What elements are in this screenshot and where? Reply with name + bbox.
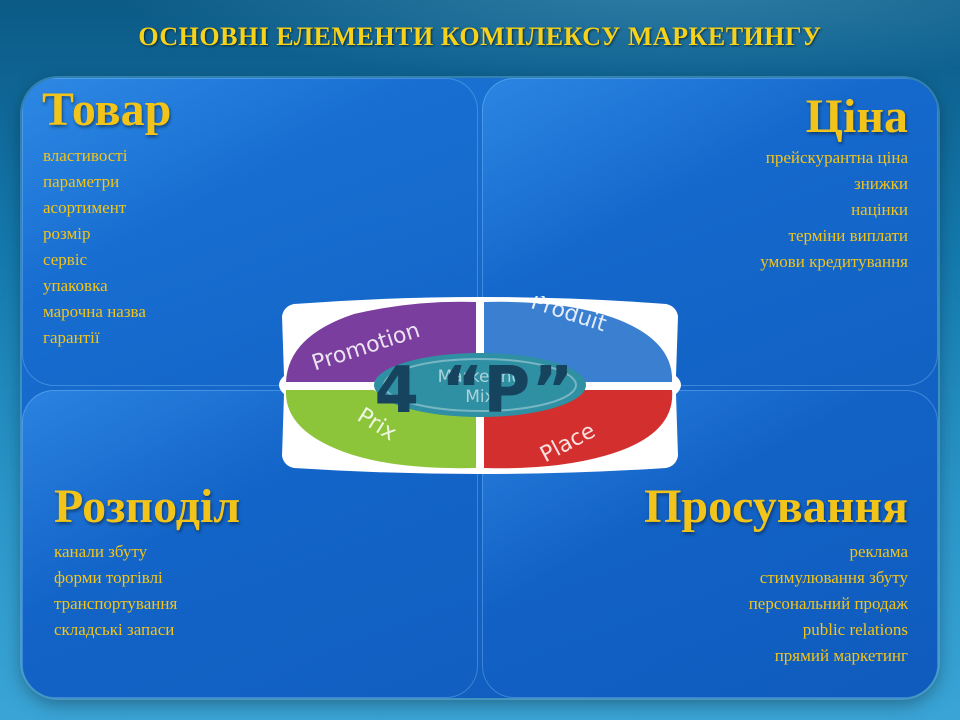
marketing-mix-svg: Promotion Produit Place Prix Marketing M…	[279, 296, 681, 474]
list-item: терміни виплати	[788, 226, 908, 245]
list-item: прейскурантна ціна	[765, 148, 908, 167]
slide-title: ОСНОВНІ ЕЛЕМЕНТИ КОМПЛЕКСУ МАРКЕТИНГУ	[138, 22, 822, 51]
list-item: канали збуту	[54, 542, 148, 561]
produit-segment	[484, 301, 673, 382]
distribution-heading: Розподіл	[54, 480, 241, 533]
product-list: властивості параметри асортимент розмір …	[43, 143, 146, 351]
list-item: умови кредитування	[760, 252, 908, 271]
marketing-mix-hub	[374, 353, 586, 417]
hub-label-line1: Marketing	[438, 367, 523, 387]
promotion-segment	[286, 301, 476, 382]
list-item: реклама	[849, 542, 908, 561]
list-item: гарантії	[43, 328, 100, 347]
list-item: асортимент	[43, 198, 127, 217]
promotion-list: реклама стимулювання збуту персональний …	[749, 539, 908, 669]
list-item: прямий маркетинг	[774, 646, 908, 665]
place-segment	[484, 390, 673, 469]
hub-label-line2: Mix	[465, 387, 494, 407]
list-item: упаковка	[43, 276, 108, 295]
list-item: стимулювання збуту	[759, 568, 908, 587]
four-p-label: 4 “P”	[374, 354, 573, 428]
list-item: форми торгівлі	[54, 568, 163, 587]
list-item: властивості	[43, 146, 128, 165]
marketing-mix-graphic: Promotion Produit Place Prix Marketing M…	[274, 296, 686, 474]
prix-segment	[285, 390, 476, 469]
list-item: націнки	[851, 200, 908, 219]
list-item: персональний продаж	[748, 594, 908, 613]
list-item: public relations	[802, 620, 908, 639]
product-heading: Товар	[42, 83, 172, 136]
list-item: розмір	[43, 224, 91, 243]
distribution-list: канали збуту форми торгівлі транспортува…	[54, 539, 177, 643]
price-list: прейскурантна ціна знижки націнки термін…	[760, 145, 908, 275]
price-heading: Ціна	[805, 90, 908, 143]
list-item: знижки	[853, 174, 908, 193]
list-item: транспортування	[54, 594, 178, 613]
list-item: сервіс	[43, 250, 88, 269]
list-item: складські запаси	[54, 620, 175, 639]
list-item: параметри	[43, 172, 120, 191]
hub-ring	[383, 358, 577, 412]
promotion-heading: Просування	[644, 480, 908, 533]
list-item: марочна назва	[43, 302, 146, 321]
